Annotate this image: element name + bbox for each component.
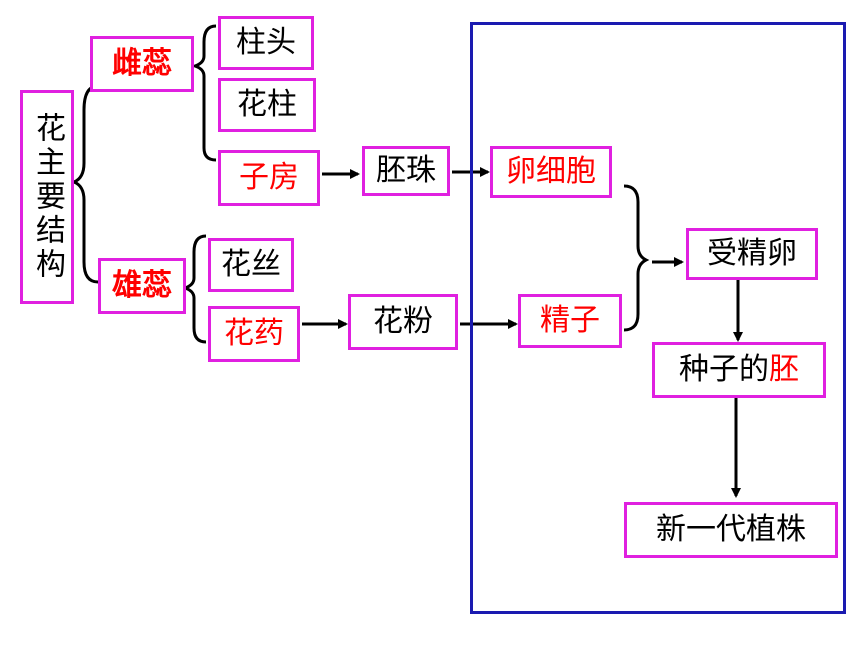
brace-pistil — [190, 24, 217, 162]
sperm-label: 精子 — [540, 303, 600, 338]
pistil-box: 雌蕊 — [90, 36, 194, 92]
ovary-box: 子房 — [218, 150, 320, 206]
stamen-box: 雄蕊 — [98, 258, 186, 314]
pistil-label: 雌蕊 — [112, 46, 172, 81]
filament-box: 花丝 — [208, 238, 294, 292]
pollen-label: 花粉 — [373, 304, 433, 339]
brace-stamen — [180, 234, 207, 344]
embryo-box: 种子的胚 — [652, 342, 826, 398]
brace-fertilization — [623, 184, 650, 332]
embryo-prefix-label: 种子的 — [679, 352, 769, 387]
ovule-label: 胚珠 — [376, 153, 436, 188]
pollen-box: 花粉 — [348, 294, 458, 350]
flower-main-structure-box: 花主要结构 — [20, 90, 74, 304]
anther-box: 花药 — [208, 306, 300, 362]
ovary-label: 子房 — [239, 160, 299, 195]
style-label: 花柱 — [237, 87, 297, 122]
ovule-box: 胚珠 — [362, 146, 450, 196]
brace-root — [69, 84, 99, 284]
zygote-label: 受精卵 — [707, 236, 797, 271]
stigma-box: 柱头 — [218, 16, 314, 70]
new-plant-label: 新一代植株 — [656, 512, 806, 547]
stigma-label: 柱头 — [236, 25, 296, 60]
egg-cell-box: 卵细胞 — [490, 146, 612, 198]
anther-label: 花药 — [224, 316, 284, 351]
sperm-box: 精子 — [518, 294, 622, 348]
zygote-box: 受精卵 — [686, 228, 818, 280]
filament-label: 花丝 — [221, 247, 281, 282]
embryo-label: 胚 — [769, 352, 799, 387]
new-plant-box: 新一代植株 — [624, 502, 838, 558]
fertilization-frame — [470, 22, 846, 614]
egg-cell-label: 卵细胞 — [506, 154, 596, 189]
stamen-label: 雄蕊 — [112, 268, 172, 303]
style-box: 花柱 — [218, 78, 316, 132]
flower-main-structure-label: 花主要结构 — [30, 112, 65, 282]
